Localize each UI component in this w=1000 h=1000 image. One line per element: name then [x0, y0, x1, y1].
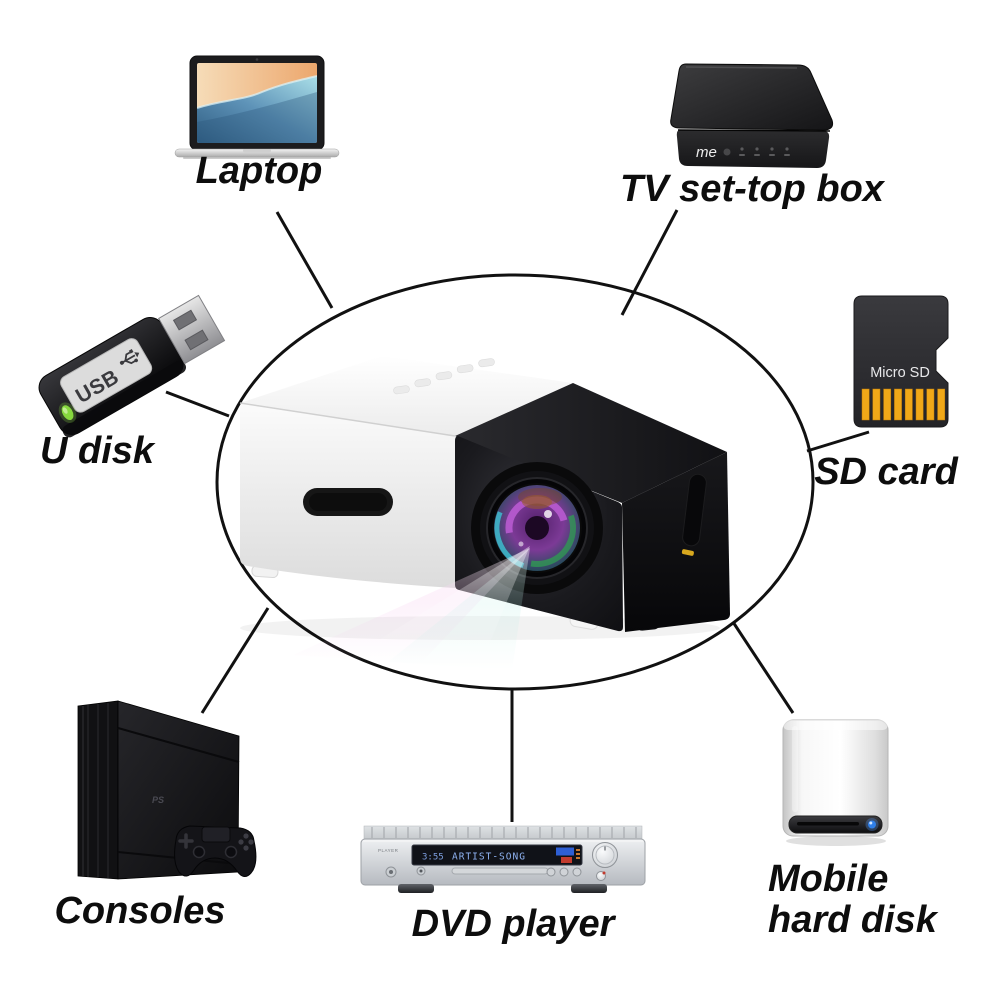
- dvd-player-image: PLAYER 3:55 ARTIST-SONG: [360, 825, 646, 893]
- line-sd-card: [806, 430, 870, 453]
- sd-card-pins: [861, 388, 946, 421]
- dvd-transport-buttons: [546, 867, 582, 877]
- usb-connector-hole: [172, 309, 198, 331]
- tv-box-front-face: [676, 130, 830, 168]
- laptop-wallpaper: [197, 63, 317, 143]
- projector-ir-window: [681, 549, 694, 556]
- dvd-display-track: ARTIST-SONG: [452, 852, 526, 863]
- projector-beam: [293, 546, 530, 670]
- dvd-player-label: DVD player: [411, 903, 615, 945]
- laptop-base-notch: [243, 149, 271, 153]
- usb-connector: [158, 294, 226, 365]
- consoles-label: Consoles: [54, 890, 226, 932]
- tv-set-top-box-image: me: [670, 63, 834, 168]
- line-consoles: [200, 607, 270, 714]
- tv-box-ir-icon: [723, 148, 731, 156]
- dvd-foot: [398, 884, 434, 893]
- connector-lines: [165, 209, 870, 822]
- laptop-label: Laptop: [195, 150, 323, 192]
- projector-side-vent: [682, 473, 707, 547]
- line-tv-box: [620, 209, 679, 316]
- dvd-display: [411, 844, 583, 866]
- projector-top-white: [240, 356, 573, 436]
- laptop-image: [174, 55, 340, 159]
- line-hdd: [731, 621, 795, 714]
- u-disk-label: U disk: [40, 430, 155, 472]
- mobile-hard-disk-image: [782, 719, 889, 846]
- sd-card-image: Micro SD: [853, 295, 949, 428]
- tv-box-logo: me: [696, 144, 717, 161]
- projector-top-buttons: [393, 358, 495, 395]
- mobile-hard-disk-label-line1: Mobile: [768, 858, 889, 900]
- tv-box-label: TV set-top box: [620, 168, 884, 210]
- projector-top-black: [455, 383, 727, 503]
- dvd-disc-tray: [451, 867, 549, 875]
- sd-card-print: Micro SD: [870, 365, 930, 381]
- dvd-display-time: 3:55: [422, 853, 444, 863]
- tv-box-indicator-icons: [739, 147, 790, 156]
- usb-trident-icon: [119, 349, 140, 365]
- mobile-hard-disk-label-line2: hard disk: [768, 899, 937, 942]
- dvd-brand: PLAYER: [378, 848, 399, 853]
- laptop-camera-icon: [255, 58, 259, 61]
- gamepad-icon: [174, 825, 257, 877]
- line-u-disk: [165, 390, 230, 418]
- line-laptop: [275, 211, 334, 309]
- hub-ellipse: [215, 273, 815, 691]
- usb-connector-hole: [184, 329, 209, 351]
- sd-card-label: SD card: [814, 451, 958, 493]
- console-logo: PS: [152, 795, 164, 805]
- tv-box-top-face: [670, 63, 834, 131]
- dvd-foot: [571, 884, 607, 893]
- hdd-led: [868, 820, 876, 829]
- consoles-image: PS: [77, 700, 257, 880]
- usb-label-plate: [60, 338, 153, 413]
- u-disk-image: USB: [38, 294, 226, 438]
- mobile-hard-disk-label: Mobile hard disk: [768, 858, 937, 942]
